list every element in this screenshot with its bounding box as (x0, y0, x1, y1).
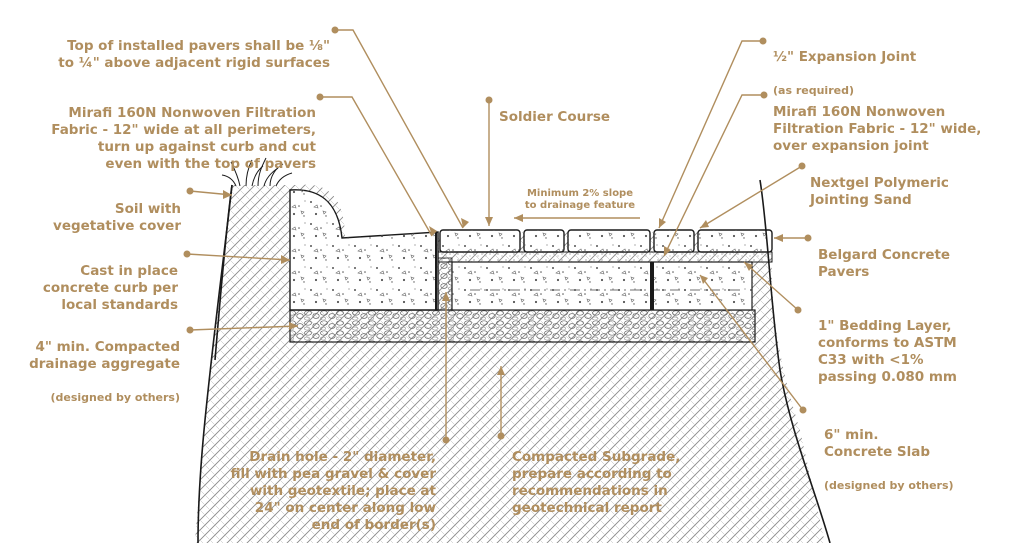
callout-text: 4" min. Compacted drainage aggregate (29, 339, 180, 372)
leader-curb (186, 253, 291, 261)
leader-lines (186, 29, 808, 440)
callout-text: Mirafi 160N Nonwoven Filtration Fabric -… (773, 104, 982, 154)
callout-soldier-course: Soldier Course (499, 92, 610, 143)
callout-pavers: Belgard Concrete Pavers (818, 230, 950, 298)
callout-curb: Cast in place concrete curb per local st… (43, 246, 178, 331)
leader-filtration-right (663, 94, 764, 257)
callout-text: 1" Bedding Layer, conforms to ASTM C33 w… (818, 318, 957, 385)
callout-text: Top of installed pavers shall be ⅛" to ¼… (58, 38, 330, 71)
leader-bedding (743, 261, 799, 311)
callout-text: Belgard Concrete Pavers (818, 247, 951, 280)
callout-text: Soldier Course (499, 109, 611, 125)
expansion-joint (650, 262, 654, 310)
leader-paver-height (335, 29, 464, 229)
drainage-aggregate-layer (289, 309, 756, 343)
callout-text: Mirafi 160N Nonwoven Filtration Fabric -… (51, 105, 316, 172)
paver-row (439, 229, 773, 253)
callout-jointing-sand: Nextgel Polymeric Jointing Sand (810, 158, 949, 226)
leader-filtration-left (320, 96, 433, 237)
callout-text: Nextgel Polymeric Jointing Sand (810, 175, 949, 208)
callout-text: ½" Expansion Joint (773, 49, 917, 65)
callout-note: (designed by others) (50, 391, 180, 404)
leader-jointing-sand (699, 165, 803, 229)
drain-hole-gravel (437, 257, 453, 311)
callout-text: Drain hole - 2" diameter, fill with pea … (230, 449, 436, 533)
callout-expansion-joint: ½" Expansion Joint (as required) (773, 32, 916, 115)
leader-slab (699, 274, 804, 411)
slope-note: Minimum 2% slope to drainage feature (524, 188, 636, 211)
callout-drainage-aggregate: 4" min. Compacted drainage aggregate (de… (29, 322, 180, 422)
leader-ends (183, 26, 812, 444)
callout-text: 6" min. Concrete Slab (824, 427, 931, 460)
callout-concrete-slab: 6" min. Concrete Slab (designed by other… (824, 410, 954, 510)
callout-drain-hole: Drain hole - 2" diameter, fill with pea … (230, 432, 436, 543)
callout-filtration-fabric-left: Mirafi 160N Nonwoven Filtration Fabric -… (51, 88, 316, 190)
callout-text: Soil with vegetative cover (53, 201, 181, 234)
callout-filtration-fabric-right: Mirafi 160N Nonwoven Filtration Fabric -… (773, 87, 981, 172)
leader-expansion (658, 40, 763, 229)
callout-paver-height: Top of installed pavers shall be ⅛" to ¼… (58, 21, 330, 89)
leader-aggregate (189, 325, 299, 331)
callout-bedding-layer: 1" Bedding Layer, conforms to ASTM C33 w… (818, 301, 957, 403)
callout-note: (designed by others) (824, 479, 954, 492)
callout-soil: Soil with vegetative cover (53, 184, 181, 252)
callout-note: (as required) (773, 84, 854, 97)
callout-text: Cast in place concrete curb per local st… (42, 263, 178, 313)
callout-text: Compacted Subgrade, prepare according to… (512, 449, 681, 516)
grass-tuft (221, 157, 293, 187)
callout-subgrade: Compacted Subgrade, prepare according to… (512, 432, 680, 534)
bedding-layer (437, 251, 773, 263)
